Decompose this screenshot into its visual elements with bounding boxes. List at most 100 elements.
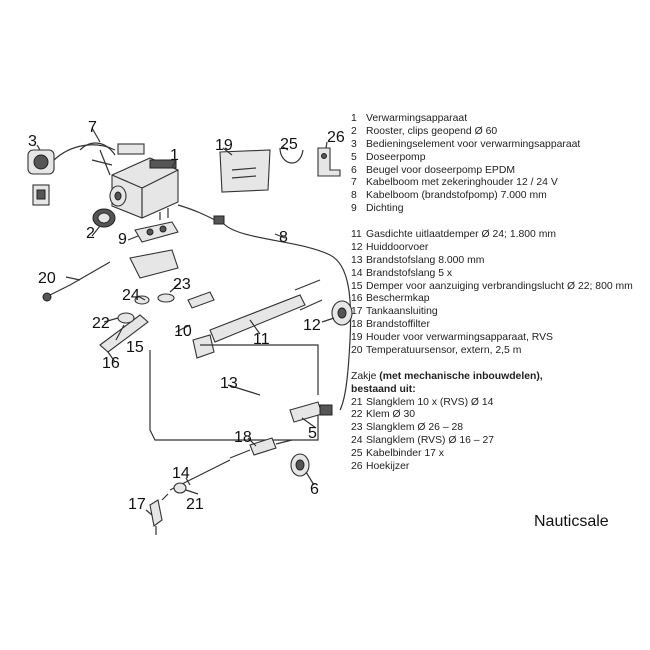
mounting-plate: [129, 249, 179, 279]
fuel-line: [149, 344, 319, 441]
legend-item: 5 Doseerpomp: [351, 152, 646, 165]
exhaust-hose: [187, 291, 215, 309]
legend-item-text: Kabelboom met zekeringhouder 12 / 24 V: [366, 177, 558, 189]
callout-21: 21: [186, 496, 204, 513]
callout-6: 6: [310, 481, 319, 498]
callout-lines: [36, 127, 335, 516]
legend-item: 11 Gasdichte uitlaatdemper Ø 24; 1.800 mm: [351, 229, 646, 242]
intake-silencer: [99, 314, 149, 353]
legend-item-text: Houder voor verwarmingsapparaat, RVS: [366, 332, 553, 344]
kit-title: Zakje (met mechanische inbouwdelen),: [351, 370, 543, 382]
legend-item-text: Huiddoorvoer: [366, 241, 429, 253]
legend-item-number: 7: [351, 177, 357, 189]
callout-26: 26: [327, 129, 345, 146]
control-element: [27, 144, 116, 206]
legend-item-number: 11: [351, 229, 362, 241]
legend-group-accessories: 11 Gasdichte uitlaatdemper Ø 24; 1.800 mm…: [351, 229, 646, 358]
legend-item-number: 12: [351, 241, 363, 253]
fuel-pump-cable: [223, 223, 352, 411]
legend-item-number: 26: [351, 461, 363, 473]
legend-item-number: 21: [351, 396, 363, 408]
legend-item-text: Temperatuursensor, extern, 2,5 m: [366, 345, 522, 357]
legend-item-text: Bedieningselement voor verwarmingsappara…: [366, 138, 581, 150]
legend-item-number: 8: [351, 190, 357, 202]
legend-item-number: 13: [351, 254, 363, 266]
callout-10: 10: [174, 323, 192, 340]
dosing-pump: [289, 401, 333, 423]
callout-1: 1: [170, 147, 179, 164]
callout-9: 9: [118, 231, 127, 248]
legend-item-number: 16: [351, 293, 363, 305]
callout-12: 12: [303, 317, 321, 334]
clamp-22: [117, 312, 135, 324]
legend-item-number: 1: [351, 113, 357, 124]
legend-item-text: Slangklem 10 x (RVS) Ø 14: [366, 396, 494, 408]
legend-item-text: Doseerpomp: [366, 151, 426, 163]
legend-item-text: Demper voor aanzuiging verbrandingslucht…: [366, 280, 633, 292]
legend-item-number: 24: [351, 435, 363, 447]
legend-item: 3 Bedieningselement voor verwarmingsappar…: [351, 139, 646, 152]
legend-item-text: Hoekijzer: [366, 461, 410, 473]
legend-item-number: 17: [351, 306, 363, 318]
callout-20: 20: [38, 270, 56, 287]
callout-8: 8: [279, 229, 288, 246]
legend-item-text: Gasdichte uitlaatdemper Ø 24; 1.800 mm: [366, 229, 557, 241]
legend-item-text: Verwarmingsapparaat: [366, 113, 468, 124]
hull-passage: [331, 300, 353, 326]
legend-item-text: Beugel voor doseerpomp EPDM: [366, 164, 516, 176]
callout-16: 16: [102, 355, 120, 372]
legend-item-text: Brandstoffilter: [366, 319, 430, 331]
legend-item-text: Brandstofslang 8.000 mm: [366, 254, 485, 266]
legend-item-text: Klem Ø 30: [366, 409, 416, 421]
legend-item-number: 19: [351, 332, 363, 344]
legend-item-number: 5: [351, 151, 357, 163]
clamp-24: [134, 295, 150, 305]
callout-13: 13: [220, 375, 238, 392]
legend-item-text: Brandstofslang 5 x: [366, 267, 453, 279]
cable-tie: [279, 147, 304, 164]
legend-item-text: Beschermkap: [366, 293, 430, 305]
temperature-sensor: [47, 261, 111, 297]
callout-23: 23: [173, 276, 191, 293]
legend-item-number: 3: [351, 138, 357, 150]
callout-5: 5: [308, 425, 317, 442]
legend-item-text: Slangklem (RVS) Ø 16 – 27: [366, 435, 495, 447]
legend-item: 8 Kabelboom (brandstofpomp) 7.000 mm: [351, 190, 646, 203]
pump-holder: [290, 453, 310, 477]
brand-name: Nauticsale: [534, 513, 609, 530]
legend-item-number: 14: [351, 267, 363, 279]
callout-18: 18: [234, 429, 252, 446]
callout-11: 11: [253, 331, 270, 348]
legend-item-text: Dichting: [366, 203, 404, 215]
cable-harness: [79, 142, 225, 225]
heater-bracket: [219, 149, 271, 193]
legend-item-text: Kabelboom (brandstofpomp) 7.000 mm: [366, 190, 547, 202]
callout-14: 14: [172, 465, 190, 482]
kit-subtitle: bestaand uit:: [351, 383, 416, 395]
clamp-23: [157, 293, 175, 303]
gasket: [134, 221, 179, 243]
callout-24: 24: [122, 287, 140, 304]
callout-3: 3: [28, 133, 37, 150]
